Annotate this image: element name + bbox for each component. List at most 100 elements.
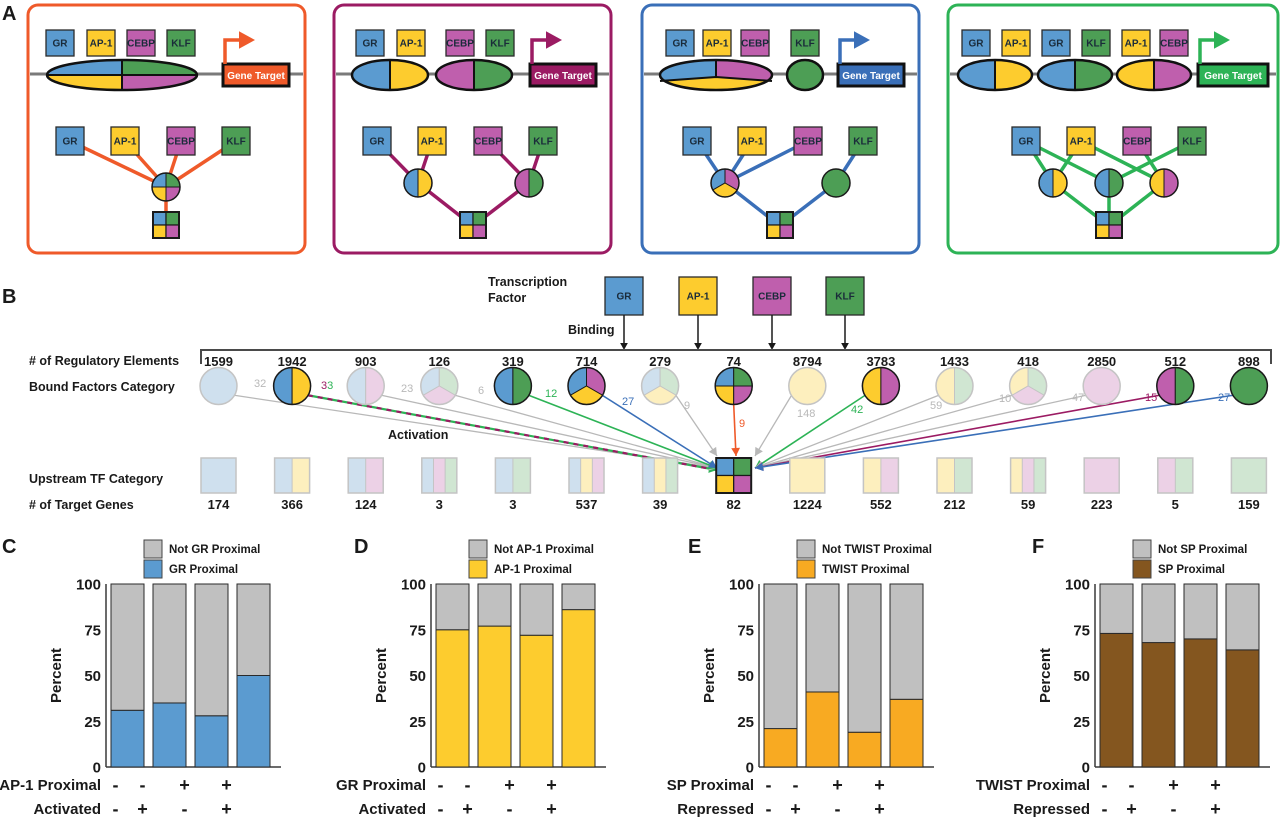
regulatory-element <box>1115 58 1193 92</box>
reg-element-count: 279 <box>649 354 671 369</box>
pie-slice-GR <box>493 366 514 406</box>
tf-box-label: GR <box>363 39 379 50</box>
edge-arrow-head <box>755 462 764 472</box>
condition-sign: - <box>1102 775 1108 795</box>
condition-sign: + <box>874 775 885 795</box>
reg-element-count: 1599 <box>204 354 233 369</box>
condition-sign: - <box>507 799 513 819</box>
target-gene-count: 3 <box>436 497 443 512</box>
square-outline <box>1083 457 1120 494</box>
tf-box-label: GR <box>690 137 706 148</box>
tf-box-label: GR <box>63 137 79 148</box>
y-tick-label: 100 <box>401 577 426 594</box>
binding-arrow-head <box>841 343 849 350</box>
y-tick-label: 0 <box>93 760 101 777</box>
top-tf-box-GR: GR <box>355 29 385 57</box>
square-stripe-KLF <box>512 458 531 493</box>
tf-box-label: GR <box>53 39 69 50</box>
square-cell-KLF <box>733 457 752 477</box>
reg-element-count: 8794 <box>793 354 823 369</box>
tree-tf-box-CEBP: CEBP <box>793 126 823 156</box>
edge-line <box>754 394 866 469</box>
edge-label-part: 3 <box>321 380 327 392</box>
y-tick-label: 100 <box>76 577 101 594</box>
regulatory-element <box>785 58 825 92</box>
edge-line <box>754 394 793 457</box>
y-tick-label: 100 <box>729 577 754 594</box>
edge-label: 10 <box>999 393 1011 405</box>
element-outline <box>350 58 430 92</box>
square-stripe-AP-1 <box>580 458 593 493</box>
gene-target-box <box>836 62 906 88</box>
tf-box-label: CEBP <box>1160 39 1188 50</box>
target-gene-count: 174 <box>208 497 230 512</box>
pie-outline <box>272 366 312 406</box>
tf-box-label: KLF <box>1182 137 1201 148</box>
legend-swatch <box>143 559 163 579</box>
bar-segment-not-proximal <box>1225 583 1260 651</box>
square-outline <box>1009 457 1047 494</box>
pie-outline <box>346 366 385 406</box>
gene-target-box <box>528 62 598 88</box>
square-stripe-GR <box>642 458 655 493</box>
legend-label: Not TWIST Proximal <box>822 544 932 556</box>
y-tick-label: 0 <box>746 760 754 777</box>
row-label-bound-category: Bound Factors Category <box>29 380 175 394</box>
element-outline <box>1115 58 1193 92</box>
condition-sign: - <box>766 775 772 795</box>
edge-label: 6 <box>478 385 484 397</box>
panel-letter-b: B <box>2 286 16 308</box>
tf-box-fill <box>45 29 75 57</box>
condition-sign: + <box>504 775 515 795</box>
square-stripe-KLF <box>1175 458 1193 493</box>
regulatory-element <box>956 58 1034 92</box>
upstream-category-square <box>862 457 900 494</box>
tf-box-label: KLF <box>835 292 854 303</box>
top-tf-box-GR: GR <box>665 29 695 57</box>
condition-sign: - <box>182 799 188 819</box>
pie-slice-AP-1 <box>788 366 827 406</box>
legend-swatch <box>468 539 488 559</box>
tf-box-fill <box>86 29 116 57</box>
edge-line <box>381 394 718 469</box>
tf-box-fill <box>396 29 426 57</box>
square-stripe-CEBP <box>433 458 446 493</box>
upstream-category-square <box>421 457 458 494</box>
tree-tf-box-GR: GR <box>1011 126 1041 156</box>
condition-sign: - <box>465 775 471 795</box>
edge-label: 15 <box>1145 392 1157 404</box>
regulatory-element <box>1036 58 1114 92</box>
edge-label: 148 <box>797 408 815 420</box>
tf-box-fill <box>1121 29 1151 57</box>
gene-target-label: Gene Target <box>842 71 900 82</box>
tf-box-label: AP-1 <box>400 39 423 50</box>
bound-category-node <box>1008 366 1048 406</box>
edge-label: 42 <box>851 404 863 416</box>
y-tick-label: 75 <box>84 622 101 639</box>
square-cell-KLF <box>472 211 487 226</box>
bar-segment-proximal <box>561 609 596 768</box>
tf-box-label: AP-1 <box>706 39 729 50</box>
square-stripe-AP-1 <box>789 458 825 493</box>
bar-segment-not-proximal <box>435 583 470 631</box>
tf-box-fill <box>825 276 865 316</box>
pie-outline <box>567 366 606 406</box>
tree-tf-box-GR: GR <box>682 126 712 156</box>
pie-outline <box>1038 168 1068 198</box>
binding-label: Binding <box>568 323 615 337</box>
bar-segment-proximal <box>1225 649 1260 768</box>
bar-segment-not-proximal <box>1141 583 1176 644</box>
condition-sign: - <box>1102 799 1108 819</box>
target-gene-count: 5 <box>1172 497 1179 512</box>
square-outline <box>766 211 794 239</box>
activation-label: Activation <box>388 428 448 442</box>
top-tf-box-CEBP: CEBP <box>445 29 475 57</box>
legend-swatch <box>1132 559 1152 579</box>
promoter-arrow-head <box>546 31 562 49</box>
tree-tf-box-GR: GR <box>362 126 392 156</box>
y-tick-label: 25 <box>737 714 754 731</box>
edge-line <box>601 394 718 469</box>
